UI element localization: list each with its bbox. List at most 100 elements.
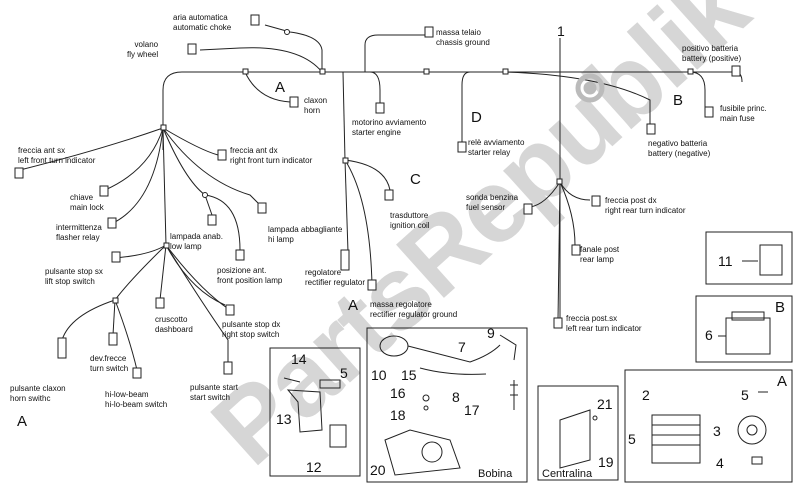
- part-number: 13: [276, 411, 292, 427]
- relay-part: [759, 244, 783, 276]
- part-number: 4: [716, 455, 724, 471]
- node: [242, 68, 249, 75]
- rear-lamp-connector: [571, 244, 581, 256]
- branch-rear-lamp: [559, 181, 576, 246]
- letter-d: D: [471, 109, 482, 126]
- branch-low-lamp: [162, 127, 167, 246]
- coil-cable: [407, 344, 501, 363]
- inset-battery-box: [695, 295, 793, 363]
- harness-to-flywheel: [199, 47, 323, 73]
- rear-sx-connector: [553, 317, 563, 329]
- front-left-connector: [14, 167, 24, 179]
- flywheel-connector: [187, 43, 197, 55]
- part-number: 12: [306, 459, 322, 475]
- branch-stop-sx: [114, 244, 167, 259]
- letter-b: B: [673, 92, 684, 109]
- pos-lamp-connector: [235, 249, 245, 261]
- letter-a: A: [17, 413, 28, 430]
- part-number: 8: [452, 389, 460, 405]
- choke-connector: [250, 14, 260, 26]
- label-posizione-ant: posizione ant.front position lamp: [217, 266, 283, 285]
- main-harness: [162, 71, 743, 150]
- claxon-sw-connector: [57, 337, 67, 359]
- turn-sw-connector: [108, 332, 118, 346]
- branch-pos-lamp: [204, 194, 241, 251]
- anab-connector: [207, 214, 217, 226]
- node: [284, 29, 290, 35]
- starter-connector: [375, 102, 385, 114]
- letter-b: B: [775, 299, 786, 316]
- label-lampada-anab: lampada anab.low lamp: [170, 232, 223, 251]
- fuel-connector: [523, 203, 533, 215]
- branch-cruscotto: [159, 244, 167, 301]
- harness-to-chassis: [364, 34, 425, 72]
- part-number: 19: [598, 454, 614, 470]
- harness-to-starter: [369, 71, 381, 103]
- part-number: 9: [487, 325, 495, 341]
- reg-connector: [340, 249, 350, 271]
- letter-a: A: [348, 297, 359, 314]
- lock-connector: [99, 185, 109, 197]
- plug-12: [329, 424, 347, 448]
- rear-dx-connector: [591, 195, 601, 207]
- inset-regulator-box: [624, 369, 793, 483]
- bracket-part: [286, 389, 323, 433]
- relay-connector: [457, 141, 467, 153]
- node: [502, 68, 509, 75]
- part-number: 14: [291, 351, 307, 367]
- node: [163, 242, 170, 249]
- part-number: 10: [371, 367, 387, 383]
- battery-part: [725, 317, 771, 355]
- branch-stopdx-plug: [165, 244, 226, 306]
- branch-hi-lamp: [162, 127, 261, 206]
- chassis-connector: [424, 26, 434, 38]
- horn-part: [737, 415, 767, 445]
- caption-bobina: Bobina: [478, 468, 513, 480]
- inset-coil-box: [366, 327, 528, 483]
- harness-to-negative: [504, 71, 651, 124]
- branch-start: [165, 244, 229, 363]
- branch-rear-sx: [557, 181, 561, 321]
- branch-hilo: [114, 299, 138, 371]
- part-number: 21: [597, 396, 613, 412]
- regulator-part: [651, 414, 701, 464]
- harness-to-choke: [264, 24, 323, 72]
- branch-claxon-sw: [61, 299, 116, 341]
- branch-stop-dx: [165, 244, 231, 311]
- part-number: 2: [642, 387, 650, 403]
- node: [319, 68, 326, 75]
- node: [112, 297, 119, 304]
- branch-fuel: [529, 181, 561, 208]
- node: [202, 192, 208, 198]
- label-fusibile: fusibile princ.main fuse: [720, 104, 767, 123]
- spark-plug: [510, 380, 518, 410]
- neg-connector: [646, 123, 656, 135]
- fuse-connector: [704, 106, 714, 118]
- harness-to-relay: [461, 71, 505, 144]
- part-number: 7: [458, 339, 466, 355]
- node: [556, 178, 563, 185]
- branch-dash: [114, 244, 167, 301]
- hilo-connector: [132, 367, 142, 379]
- hi-lamp-connector: [257, 202, 267, 214]
- caption-centralina: Centralina: [542, 468, 593, 480]
- inset-ecu-box: [537, 385, 619, 481]
- flasher-connector: [107, 217, 117, 229]
- part-number: 15: [401, 367, 417, 383]
